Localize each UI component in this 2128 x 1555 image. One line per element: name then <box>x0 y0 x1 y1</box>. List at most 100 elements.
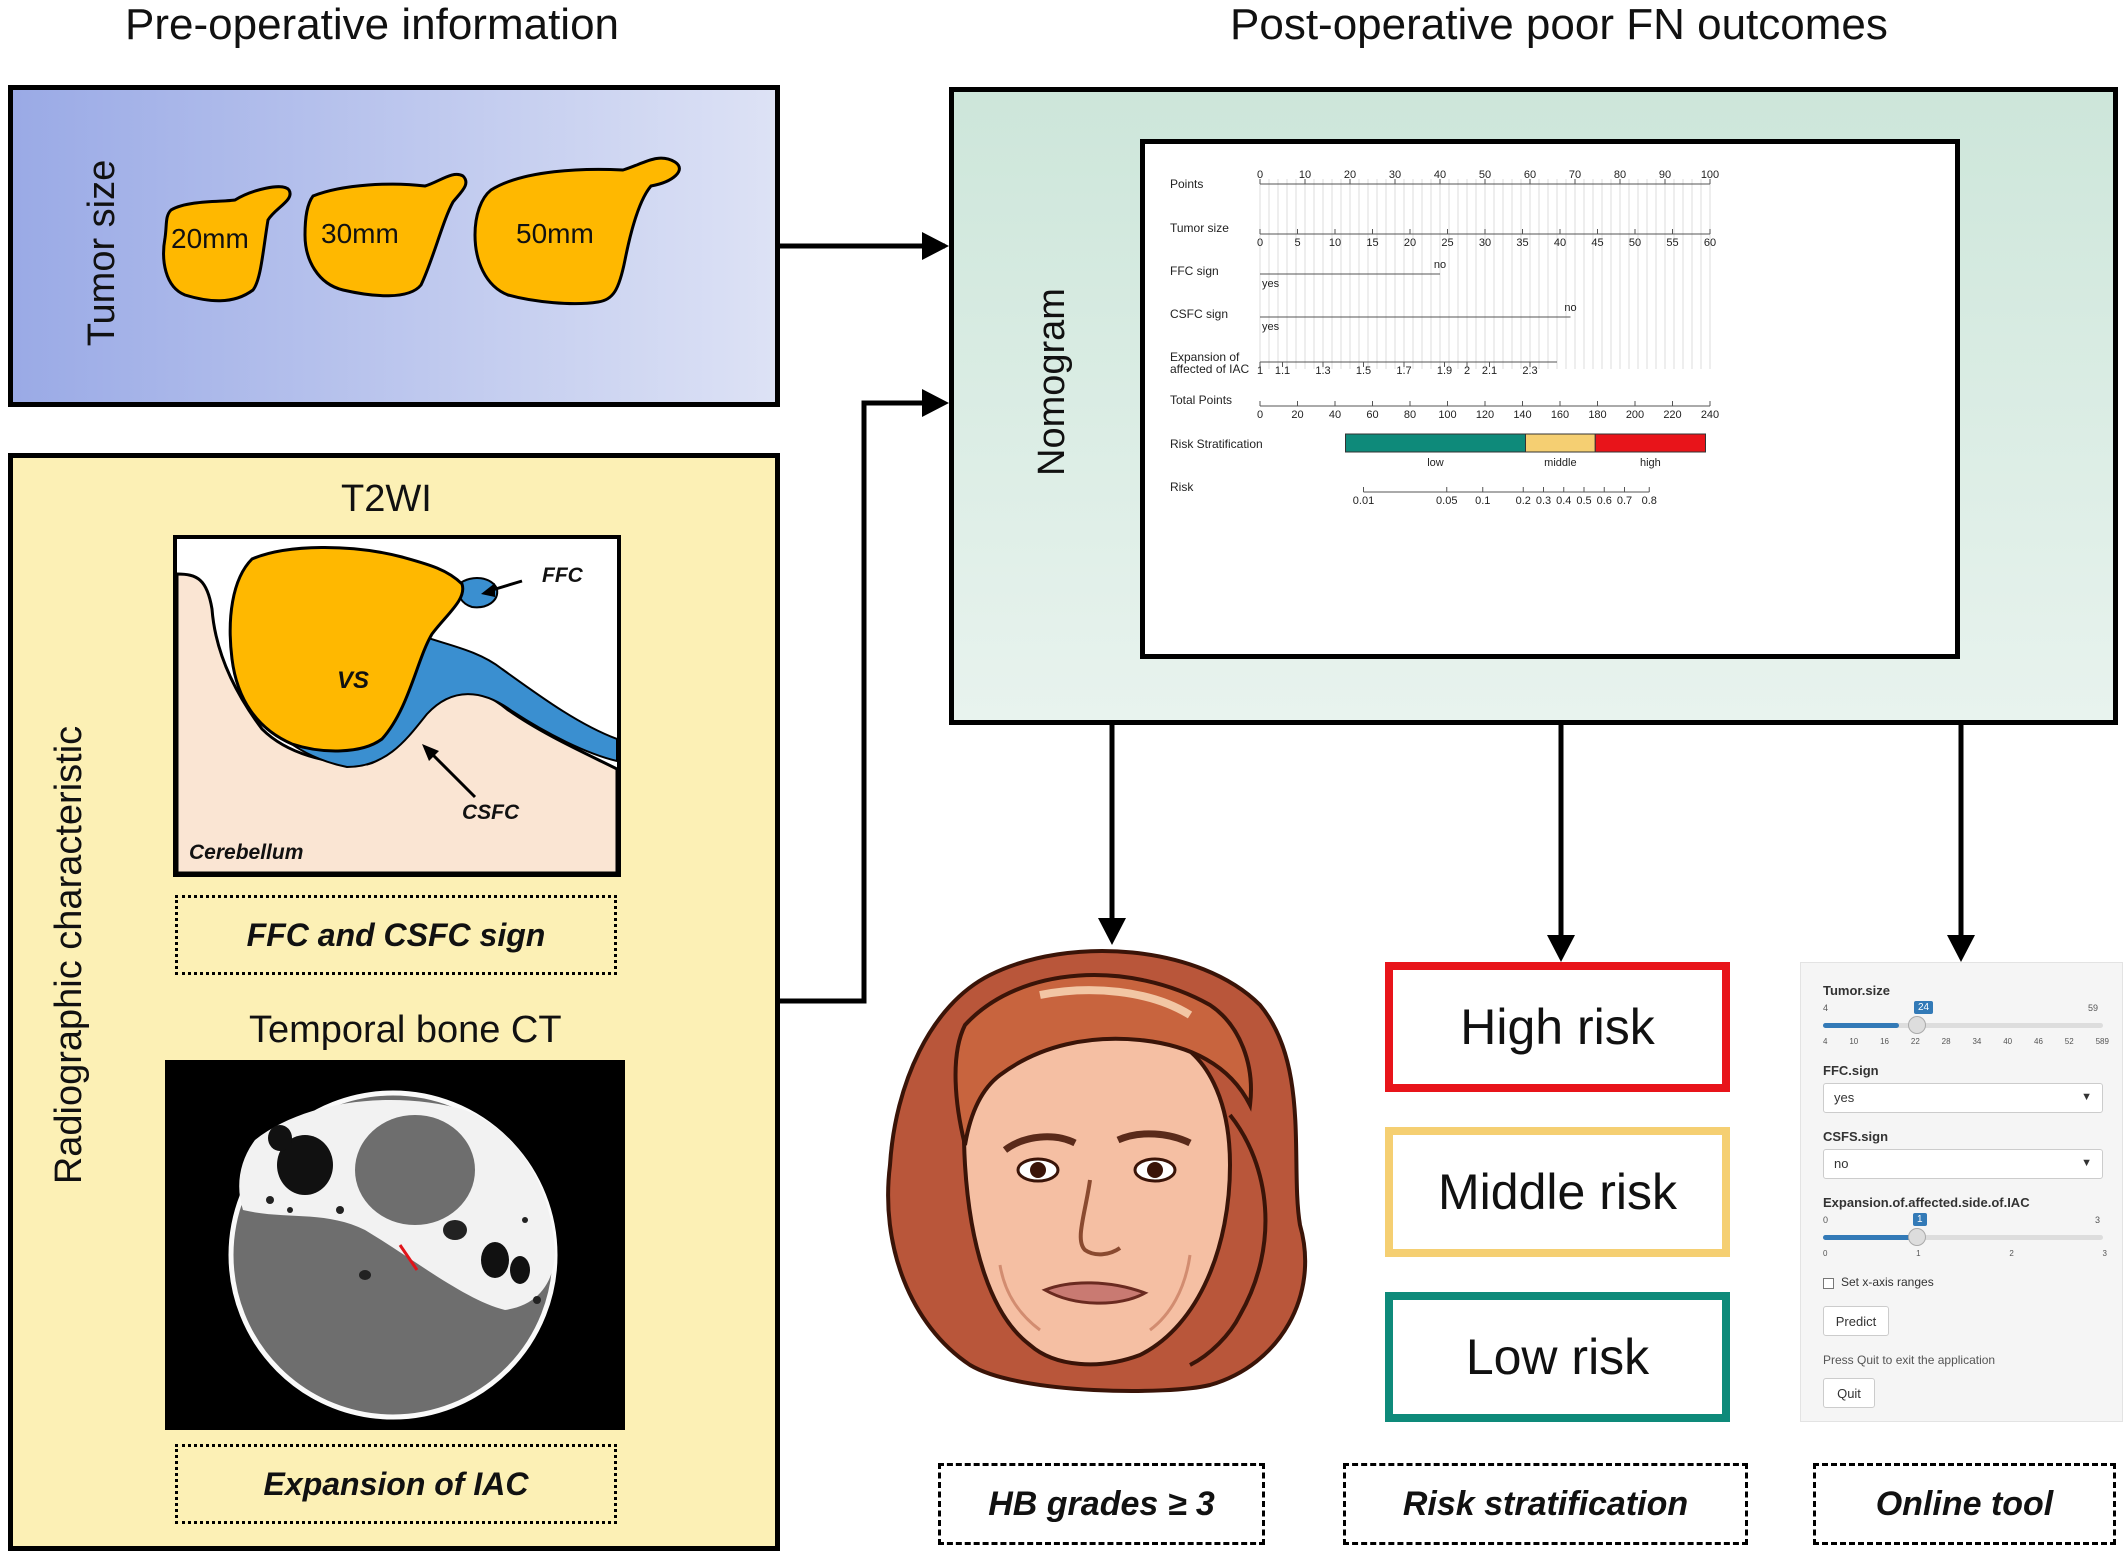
points-tick-label: 90 <box>1659 169 1671 181</box>
tumor-size-tick-label: 30 <box>1479 237 1491 249</box>
strat-row-label: Risk Stratification <box>1170 437 1263 451</box>
heading-preoperative: Pre-operative information <box>125 0 620 49</box>
tumor-size-tick-label: 35 <box>1516 237 1528 249</box>
ct-air-cell-1 <box>277 1135 333 1195</box>
points-tick-label: 100 <box>1701 169 1719 181</box>
heading-postoperative: Post-operative poor FN outcomes <box>1230 0 1888 49</box>
right-eyebrow <box>1116 1130 1192 1147</box>
points-tick-label: 20 <box>1344 169 1356 181</box>
tumor-size-tick-label: 50 <box>1629 237 1641 249</box>
arrowhead-4 <box>1547 935 1575 962</box>
quit-button[interactable]: Quit <box>1823 1378 1875 1408</box>
risk-row-label: Risk <box>1170 480 1194 494</box>
chevron-down-icon: ▼ <box>2081 1091 2092 1103</box>
ct-air-cell-6 <box>359 1270 371 1280</box>
iac-tick-label: 1.1 <box>1275 365 1290 377</box>
nose <box>1078 1179 1122 1257</box>
ct-mastoid-region <box>355 1115 475 1225</box>
risk-tick-label: 0.1 <box>1475 495 1490 507</box>
ffc-yes-label: yes <box>1262 278 1280 290</box>
ct-air-cell-7 <box>266 1196 274 1204</box>
tool-iac-tick: 2 <box>2009 1249 2014 1258</box>
tool-tumor-tick: 16 <box>1880 1037 1890 1046</box>
tool-ffc-label: FFC.sign <box>1823 1063 1879 1078</box>
tool-tumor-slider-handle[interactable] <box>1908 1016 1926 1034</box>
csfc-row-label: CSFC sign <box>1170 307 1228 321</box>
tool-tumor-tick: 34 <box>1972 1037 1982 1046</box>
tumor-size-tick-label: 15 <box>1366 237 1378 249</box>
risk-tick-label: 0.7 <box>1617 495 1632 507</box>
tool-tumor-slider-track[interactable] <box>1823 1023 2103 1028</box>
ct-air-cell-5 <box>443 1220 467 1240</box>
tool-tumor-slider-fill <box>1823 1023 1899 1028</box>
tool-iac-tick: 3 <box>2102 1249 2107 1258</box>
tool-csfs-value: no <box>1834 1156 1849 1171</box>
tumor-shape-30mm <box>303 172 468 298</box>
arrow-radio-to-nomogram <box>780 400 925 1004</box>
caption-hb-grades: HB grades ≥ 3 <box>938 1463 1265 1545</box>
tool-tumor-tick: 10 <box>1849 1037 1859 1046</box>
points-tick-label: 30 <box>1389 169 1401 181</box>
tool-iac-slider-track[interactable] <box>1823 1235 2103 1240</box>
t2wi-title: T2WI <box>341 478 432 520</box>
tool-iac-tick: 1 <box>1916 1249 1921 1258</box>
tumor-label-30mm: 30mm <box>321 218 399 249</box>
tumor-size-tick-label: 60 <box>1704 237 1716 249</box>
csfc-yes-label: yes <box>1262 321 1280 333</box>
total-tick-label: 20 <box>1291 409 1303 421</box>
t2wi-diagram: FFC VS CSFC Cerebellum <box>173 535 621 877</box>
arrowhead-1 <box>922 232 949 260</box>
total-tick-label: 120 <box>1476 409 1494 421</box>
tumor-shape-20mm <box>162 185 292 303</box>
total-tick-label: 100 <box>1438 409 1456 421</box>
tool-tumor-tick: 22 <box>1910 1037 1920 1046</box>
tumor-size-tick-label: 5 <box>1294 237 1300 249</box>
tool-ffc-select[interactable]: yes ▼ <box>1823 1083 2103 1113</box>
high-risk-box: High risk <box>1385 962 1730 1092</box>
tool-csfs-select[interactable]: no ▼ <box>1823 1149 2103 1179</box>
total-tick-label: 240 <box>1701 409 1719 421</box>
tool-iac-slider-handle[interactable] <box>1908 1228 1926 1246</box>
tumor-size-tick-label: 10 <box>1329 237 1341 249</box>
iac-tick-label: 2.1 <box>1482 365 1497 377</box>
iac-tick-label: 1 <box>1257 365 1263 377</box>
tool-quit-hint: Press Quit to exit the application <box>1823 1353 1996 1367</box>
patient-face-illustration <box>886 949 1308 1393</box>
t2wi-caption: FFC and CSFC sign <box>175 895 617 975</box>
left-eyebrow <box>1002 1133 1077 1153</box>
tool-tumor-tick: 4 <box>1823 1037 1828 1046</box>
points-tick-label: 70 <box>1569 169 1581 181</box>
online-tool-screenshot: Tumor.size 4 24 59 4 10 16 22 28 34 40 4… <box>1800 962 2123 1422</box>
points-tick-label: 50 <box>1479 169 1491 181</box>
ct-air-cell-8 <box>287 1207 293 1213</box>
ct-air-cell-9 <box>336 1206 344 1214</box>
points-tick-label: 0 <box>1257 169 1263 181</box>
iac-tick-label: 1.7 <box>1396 365 1411 377</box>
tool-tumor-value: 24 <box>1914 1001 1934 1014</box>
radiographic-panel: Radiographic characteristic T2WI FFC VS … <box>8 453 780 1551</box>
tool-tumor-ticks: 4 10 16 22 28 34 40 46 52 589 <box>1823 1037 2109 1046</box>
iac-row-label-2: affected of IAC <box>1170 362 1249 376</box>
arrowhead-5 <box>1947 935 1975 962</box>
tool-iac-max: 3 <box>2095 1215 2101 1225</box>
tool-csfs-label: CSFS.sign <box>1823 1129 1889 1144</box>
ct-air-cell-11 <box>533 1296 541 1304</box>
hair-side-right <box>1189 1113 1268 1367</box>
predict-button[interactable]: Predict <box>1823 1306 1889 1336</box>
tool-tumor-min: 4 <box>1823 1003 1829 1013</box>
tumor-label-20mm: 20mm <box>171 223 249 254</box>
iac-tick-label: 1.3 <box>1315 365 1330 377</box>
total-row-label: Total Points <box>1170 393 1232 407</box>
tool-checkbox[interactable] <box>1823 1278 1834 1289</box>
wrinkle-left <box>998 1264 1041 1332</box>
points-tick-label: 60 <box>1524 169 1536 181</box>
total-tick-label: 200 <box>1626 409 1644 421</box>
tumor-size-tick-label: 55 <box>1666 237 1678 249</box>
ct-image <box>165 1060 625 1430</box>
low-risk-box: Low risk <box>1385 1292 1730 1422</box>
tumor-size-panel: Tumor size 20mm 30mm 50mm <box>8 85 780 407</box>
risk-tick-label: 0.01 <box>1353 495 1374 507</box>
